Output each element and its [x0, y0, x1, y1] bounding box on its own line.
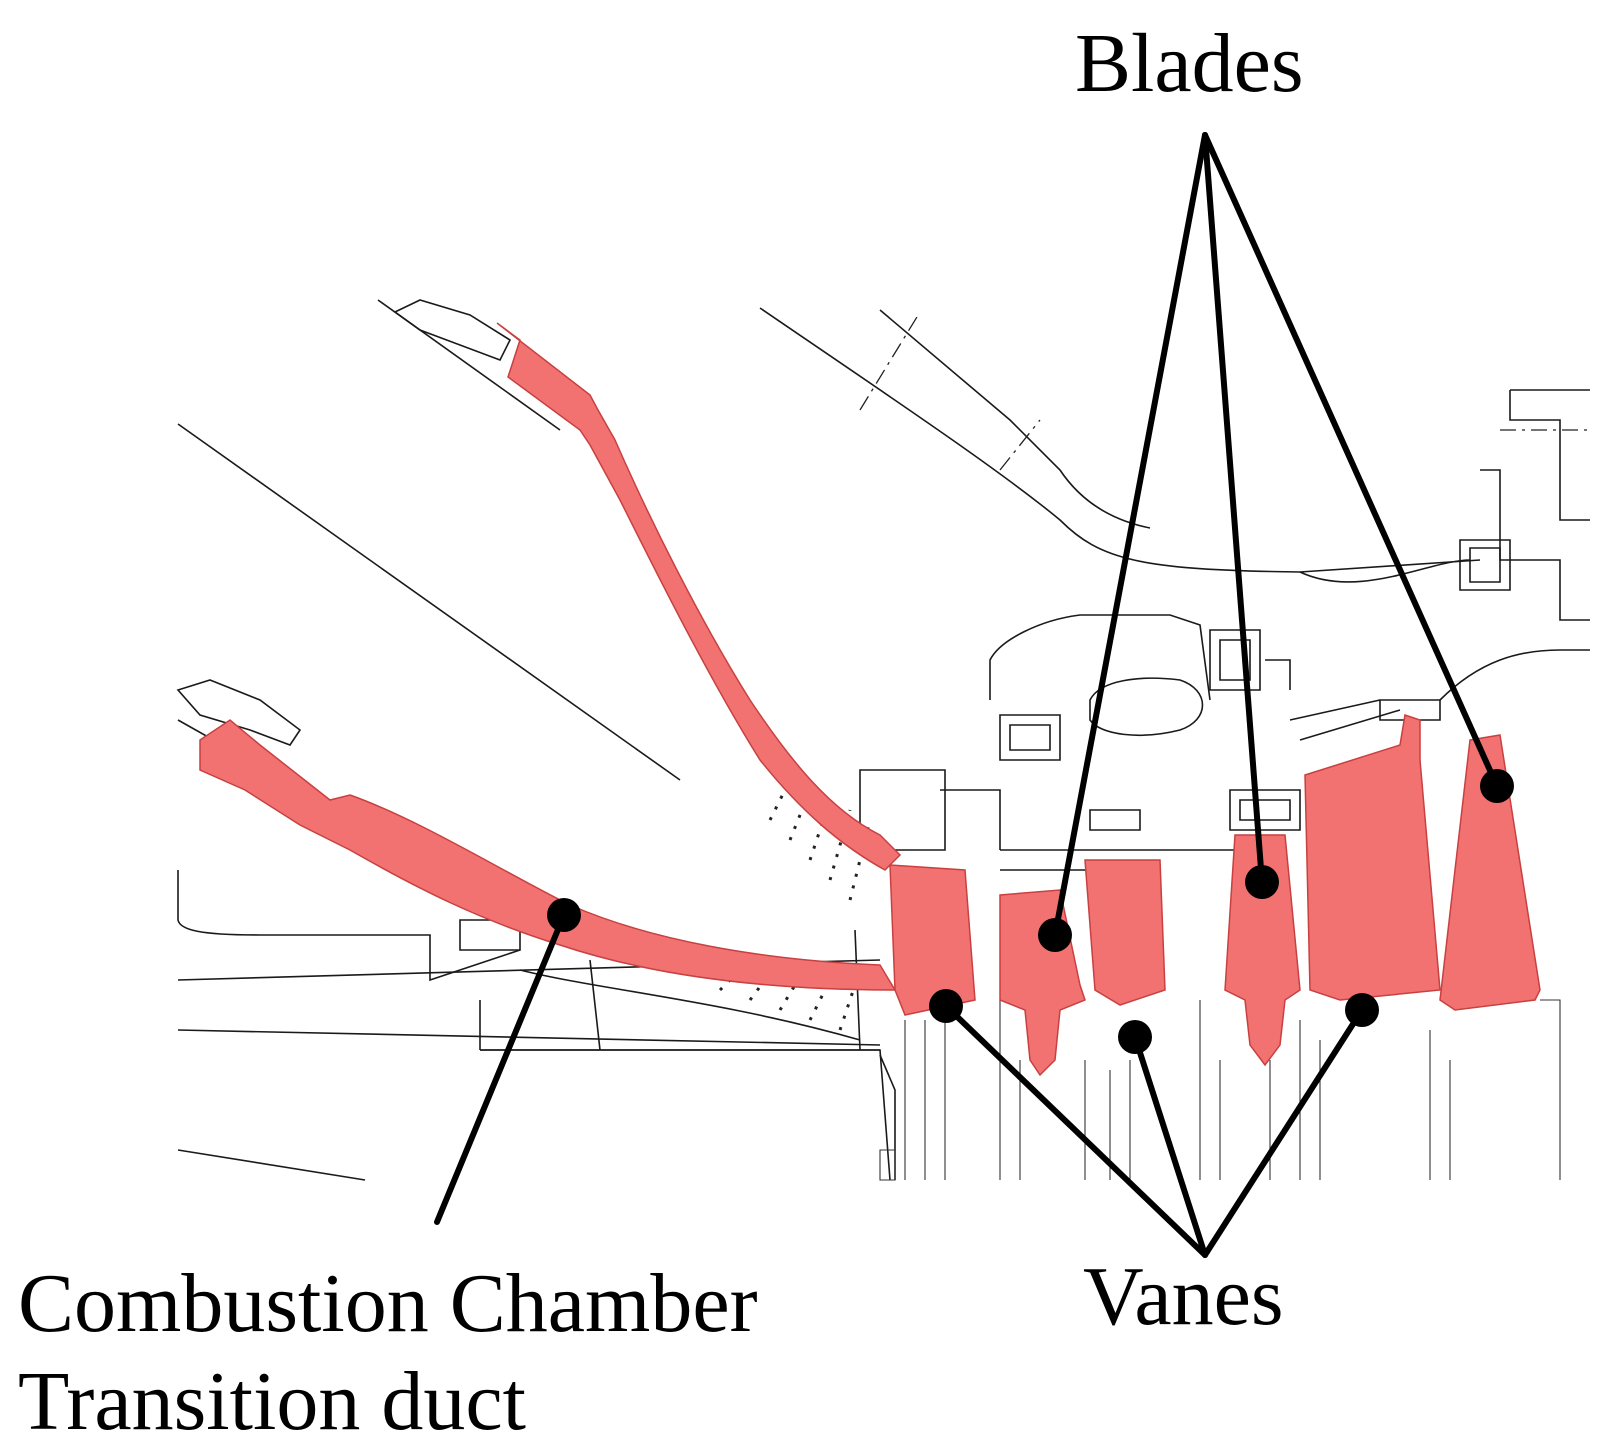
leader-lines	[434, 132, 1500, 1258]
blades-leader-3	[1202, 132, 1500, 789]
blades-label: Blades	[1075, 17, 1304, 110]
engineering-drawing-outline	[176, 299, 1590, 1181]
vane-3	[1304, 714, 1441, 1001]
vane-2	[1084, 859, 1166, 1006]
vanes-leader-3	[1202, 1007, 1365, 1258]
blade-1-marker	[1038, 918, 1072, 952]
blade-1	[999, 889, 1086, 1077]
upper-transition-duct	[496, 322, 902, 871]
vane-3-marker	[1345, 993, 1379, 1027]
blade-3-marker	[1480, 769, 1514, 803]
blade-3	[1439, 734, 1541, 1011]
blades-leader-1	[1052, 132, 1208, 938]
combustion-leader	[434, 912, 567, 1225]
blade-2	[1224, 834, 1301, 1067]
vane-1	[889, 864, 976, 1016]
vanes-leader-2	[1132, 1034, 1208, 1258]
transition-duct-marker	[547, 898, 581, 932]
highlighted-components	[199, 322, 1541, 1077]
transition-duct-label: Transition duct	[18, 1355, 526, 1448]
blade-2-marker	[1245, 865, 1279, 899]
vane-1-marker	[929, 989, 963, 1023]
vanes-leader-1	[943, 1003, 1208, 1258]
combustion-chamber-label: Combustion Chamber	[18, 1257, 758, 1350]
blades-leader-2	[1202, 132, 1265, 885]
marker-dots	[547, 769, 1514, 1054]
vanes-label: Vanes	[1083, 1250, 1284, 1343]
vane-2-marker	[1118, 1020, 1152, 1054]
